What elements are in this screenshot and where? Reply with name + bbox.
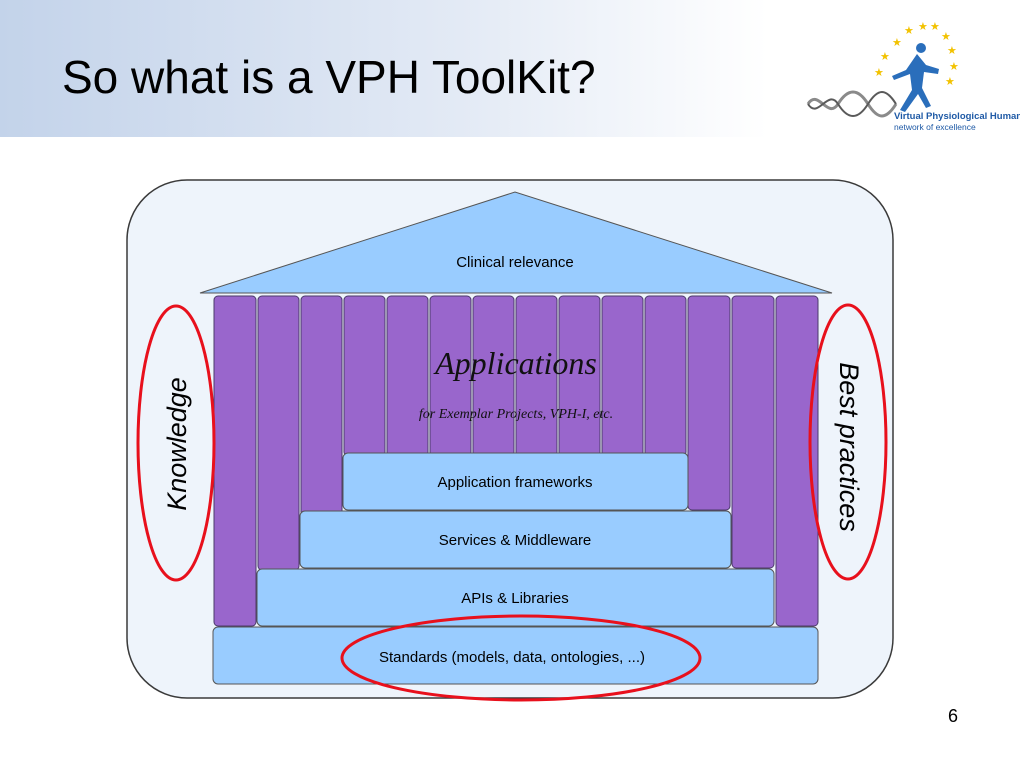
svg-text:★: ★: [904, 25, 914, 37]
layer-apis-libraries-label: APIs & Libraries: [461, 590, 569, 607]
knowledge-highlight-ellipse: [136, 304, 216, 582]
roof-label: Clinical relevance: [456, 254, 574, 271]
eu-stars-icon: ★ ★ ★ ★ ★ ★ ★ ★ ★ ★: [874, 21, 959, 88]
svg-text:★: ★: [947, 45, 957, 57]
columns: [213, 295, 819, 627]
best-practices-label: Best practices: [834, 362, 864, 532]
svg-text:★: ★: [941, 31, 951, 43]
applications-subtitle: for Exemplar Projects, VPH-I, etc.: [419, 407, 613, 422]
slide-title: So what is a VPH ToolKit?: [62, 51, 596, 103]
column: [601, 295, 644, 457]
layer-services-middleware: [299, 510, 732, 569]
svg-text:★: ★: [945, 76, 955, 88]
layer-services-middleware-label: Services & Middleware: [439, 532, 592, 549]
running-figure-icon: [892, 43, 939, 112]
logo-title: Virtual Physiological Human: [894, 111, 1020, 122]
svg-text:★: ★: [880, 51, 890, 63]
dna-helix-icon: [806, 90, 898, 118]
roof: [199, 191, 833, 294]
logo-subtitle: network of excellence: [894, 122, 976, 132]
vph-logo: ★ ★ ★ ★ ★ ★ ★ ★ ★ ★ Virtual Physiologica…: [806, 21, 1020, 132]
svg-text:★: ★: [918, 21, 928, 33]
layer-standards: [212, 626, 819, 685]
svg-text:★: ★: [892, 37, 902, 49]
svg-text:★: ★: [874, 67, 884, 79]
svg-text:★: ★: [949, 61, 959, 73]
column: [386, 295, 429, 457]
column: [775, 295, 819, 627]
layer-apis-libraries: [256, 568, 775, 627]
layer-application-frameworks: [342, 452, 689, 511]
column: [257, 295, 300, 571]
column: [731, 295, 775, 569]
header-band: [0, 0, 1024, 137]
best-practices-highlight-ellipse: [808, 303, 888, 581]
column: [687, 295, 731, 511]
slide-number: 6: [948, 706, 959, 726]
column: [213, 295, 257, 627]
column: [300, 295, 343, 517]
column: [644, 295, 687, 457]
svg-text:★: ★: [930, 21, 940, 33]
standards-highlight-ellipse: [340, 614, 702, 702]
knowledge-label: Knowledge: [162, 377, 192, 511]
applications-title: Applications: [433, 345, 597, 381]
layer-application-frameworks-label: Application frameworks: [437, 474, 592, 491]
layer-standards-label: Standards (models, data, ontologies, ...…: [379, 649, 645, 666]
column: [343, 295, 386, 457]
